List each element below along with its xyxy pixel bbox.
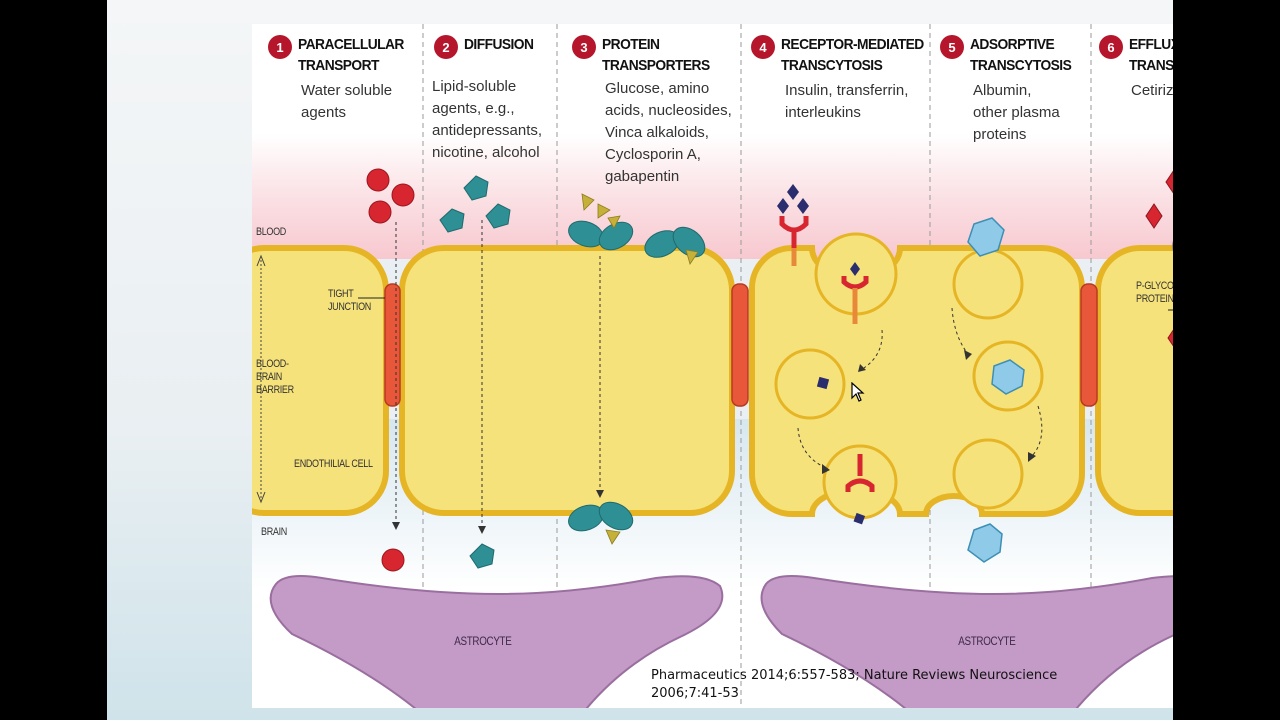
column-2-description: Lipid-soluble agents, e.g., antidepressa…: [432, 78, 543, 161]
column-5-description: Albumin, other plasma proteins: [973, 82, 1060, 143]
column-1-description: Water soluble agents: [301, 82, 393, 121]
tight-junction-2: [731, 283, 749, 407]
tight-junction-3: [1080, 283, 1098, 407]
column-4-header: 4 RECEPTOR-MEDIATED TRANSCYTOSIS: [751, 34, 936, 76]
column-6-description: Cetirizine: [1131, 82, 1173, 99]
tight-junctions: [384, 283, 1098, 407]
astrocytes: [269, 575, 1173, 708]
endothelial-cell-2: [399, 245, 735, 516]
diagram-artwork: [252, 24, 1173, 708]
slide-background: 1 PARACELLULAR TRANSPORT 2 DIFFUSION 3 P…: [107, 0, 1173, 720]
column-2-title: DIFFUSION: [464, 36, 534, 53]
tight-junction-1: [384, 283, 401, 407]
efflux-transporters: [1145, 170, 1173, 347]
astrocyte-left: [269, 575, 724, 708]
diffusion-molecules: [439, 175, 511, 569]
column-4-description: Insulin, transferrin, interleukins: [785, 82, 909, 121]
endothelial-cell-label: ENDOTHILIAL CELL: [294, 458, 373, 470]
step-4-badge: 4: [751, 35, 775, 59]
p-glycoprotein-label: P-GLYCO PROTEIN: [1136, 280, 1173, 305]
column-3-title: PROTEIN TRANSPORTERS: [602, 36, 710, 74]
brain-label: BRAIN: [261, 526, 287, 538]
column-5-title: ADSORPTIVE TRANSCYTOSIS: [970, 36, 1072, 74]
mouse-cursor-icon: [851, 382, 865, 402]
bbb-label: BLOOD- BRAIN BARRIER: [256, 358, 294, 396]
column-1-header: 1 PARACELLULAR TRANSPORT: [268, 34, 413, 76]
column-3-header: 3 PROTEIN TRANSPORTERS: [572, 34, 719, 76]
endothelial-cell-4: [1095, 245, 1173, 516]
astrocyte-right-label: ASTROCYTE: [958, 634, 1016, 648]
blood-label: BLOOD: [256, 226, 286, 238]
column-6-header: 6 EFFLUX TRANSPORTERS: [1099, 34, 1173, 76]
column-4-title: RECEPTOR-MEDIATED TRANSCYTOSIS: [781, 36, 924, 74]
adsorptive-transcytosis: [951, 217, 1044, 563]
column-2-header: 2 DIFFUSION: [434, 34, 539, 59]
bbb-height-arrow: [256, 254, 266, 504]
step-1-badge: 1: [268, 35, 292, 59]
paracellular-molecules: [366, 168, 415, 572]
citation-text: Pharmaceutics 2014;6:557-583; Nature Rev…: [651, 668, 1058, 701]
step-2-badge: 2: [434, 35, 458, 59]
astrocyte-left-label: ASTROCYTE: [454, 634, 512, 648]
step-5-badge: 5: [940, 35, 964, 59]
tight-junction-label: TIGHT JUNCTION: [328, 288, 371, 313]
receptor-mediated-transcytosis: [774, 184, 898, 525]
column-5-header: 5 ADSORPTIVE TRANSCYTOSIS: [940, 34, 1080, 76]
column-3-description: Glucose, amino acids, nucleosides, Vinca…: [605, 80, 732, 185]
step-6-badge: 6: [1099, 35, 1123, 59]
column-1-title: PARACELLULAR TRANSPORT: [298, 36, 404, 74]
protein-transporters: [568, 193, 706, 545]
step-3-badge: 3: [572, 35, 596, 59]
bbb-transport-figure: 1 PARACELLULAR TRANSPORT 2 DIFFUSION 3 P…: [252, 24, 1173, 708]
column-6-title: EFFLUX TRANSPORTERS: [1129, 36, 1173, 74]
astrocyte-right: [760, 575, 1173, 708]
